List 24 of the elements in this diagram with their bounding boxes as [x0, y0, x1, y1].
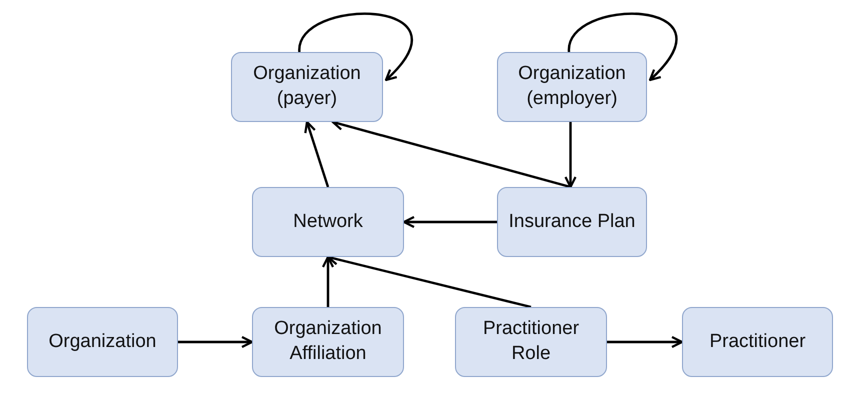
process-box	[231, 52, 383, 122]
arrow	[564, 122, 577, 188]
process-box	[682, 307, 833, 377]
arrow	[607, 336, 684, 348]
node-label: Organization Affiliation	[273, 317, 383, 366]
process-box	[497, 187, 647, 257]
process-box	[497, 52, 647, 122]
node-label: Insurance Plan	[508, 210, 636, 234]
arrow	[568, 12, 677, 82]
arrow	[178, 336, 254, 348]
arrow	[298, 12, 412, 82]
arrow	[322, 256, 334, 307]
process-box	[252, 187, 404, 257]
process-box	[252, 307, 404, 377]
node-label: Organization (employer)	[517, 62, 627, 111]
node-label: Organization	[48, 330, 156, 354]
node-label: Practitioner	[709, 330, 806, 354]
process-box	[455, 307, 607, 377]
process-box	[27, 307, 178, 377]
arrow	[304, 120, 330, 188]
node-label: Network	[293, 210, 363, 234]
arrow	[402, 216, 497, 228]
node-label: Practitioner Role	[482, 317, 580, 366]
node-label: Organization (payer)	[252, 62, 362, 111]
